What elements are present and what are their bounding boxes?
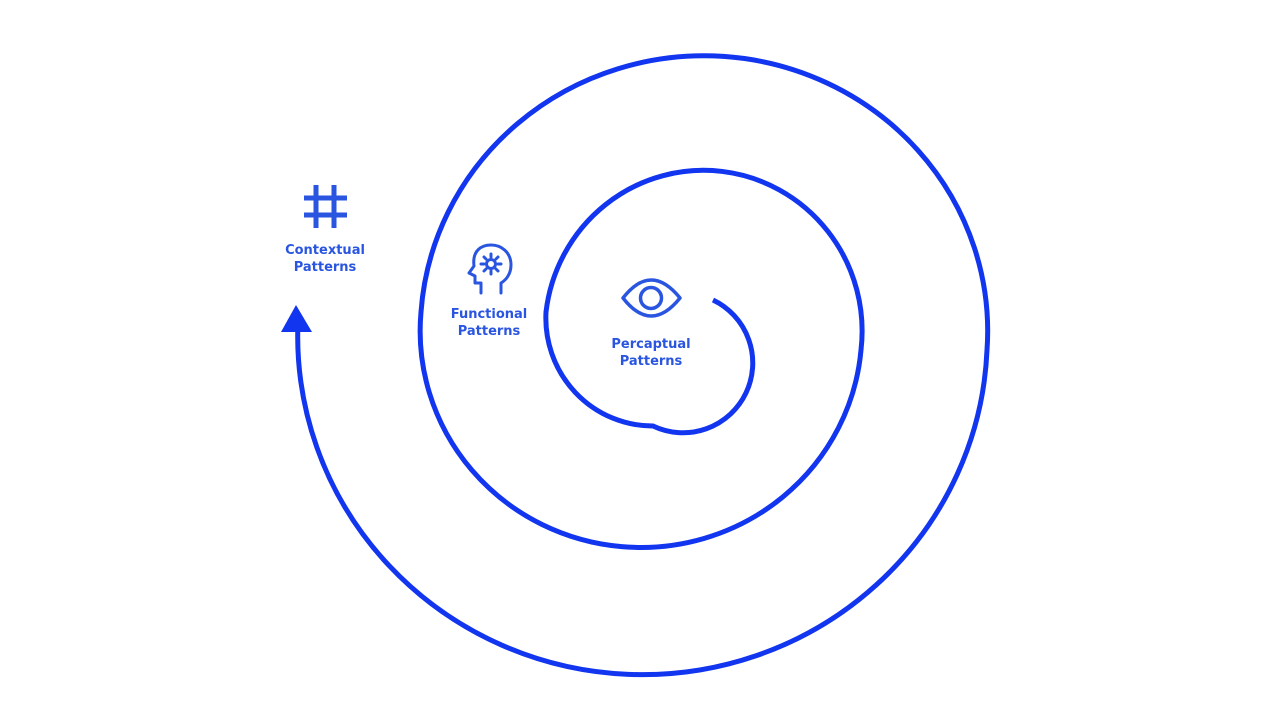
head-gear-icon — [467, 243, 513, 295]
spiral-path — [295, 53, 991, 678]
functional-label-line2: Patterns — [457, 324, 521, 339]
functional-patterns-label: Functional Patterns — [451, 306, 528, 340]
hashtag-icon — [304, 185, 347, 228]
eye-icon — [621, 278, 682, 318]
perceptual-label-line1: Percaptual — [611, 337, 691, 352]
contextual-patterns-label: Contextual Patterns — [285, 242, 365, 276]
contextual-label-line1: Contextual — [285, 243, 365, 258]
functional-label-line1: Functional — [450, 307, 528, 322]
perceptual-patterns-label: Percaptual Patterns — [611, 336, 690, 370]
contextual-label-line2: Patterns — [293, 260, 357, 275]
perceptual-label-line2: Patterns — [619, 354, 683, 369]
arrow-head-icon — [281, 305, 312, 332]
